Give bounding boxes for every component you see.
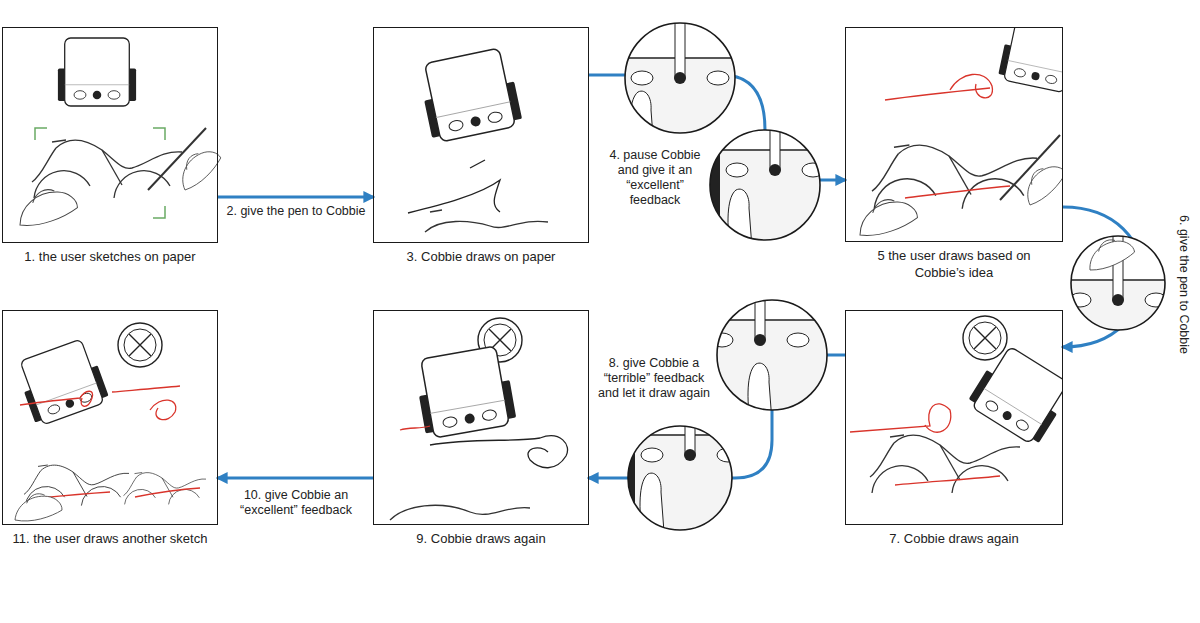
sketch-use: [748, 363, 772, 422]
sketch-use: [1083, 233, 1137, 273]
sketch-circle: [710, 130, 820, 240]
sketch-path: [425, 221, 548, 232]
sketch-use: [58, 38, 136, 106]
sketch-circle: [710, 130, 820, 240]
sketch-g: [13, 38, 224, 229]
sketch-path: [35, 128, 165, 218]
sketch-use: [640, 473, 664, 532]
storyboard-panel: 7. Cobbie draws again: [845, 310, 1063, 525]
sketch-use: [11, 490, 63, 523]
sketch-use: [32, 140, 182, 198]
flow-arrow: [218, 477, 373, 480]
sketch-circle: [628, 426, 732, 530]
sketch-use: [680, 265, 840, 430]
sketch-use: [1038, 225, 1198, 390]
sketch-use: [171, 142, 224, 193]
sketch-circle: [628, 426, 732, 530]
storyboard-panel: 9. Cobbie draws again: [373, 310, 589, 525]
sketch-path: [950, 74, 992, 98]
sketch-path: [400, 426, 430, 430]
sketch-path: [112, 386, 180, 420]
sketch-g: [408, 46, 548, 232]
step-label: 8. give Cobbie a “terrible” feedback and…: [592, 356, 716, 401]
storyboard-panel: 5 the user draws based on Cobbie’s idea: [845, 27, 1063, 242]
step-caption: 11. the user draws another sketch: [3, 530, 217, 547]
step-caption: 1. the user sketches on paper: [3, 248, 217, 265]
sketch-path: [885, 88, 990, 100]
sketch-circle: [717, 300, 827, 410]
sketch-path: [430, 436, 568, 468]
sketch-g: [1038, 225, 1198, 390]
sketch-path: [470, 160, 485, 168]
step-caption: 3. Cobbie draws on paper: [374, 248, 588, 265]
sketch-use: [118, 323, 162, 367]
sketch-use: [963, 316, 1007, 360]
step-caption: 7. Cobbie draws again: [846, 530, 1062, 547]
step-label: 10. give Cobbie an “excellent” feedback: [222, 488, 370, 518]
step-label: 6. give the pen to Cobbie: [1176, 205, 1191, 365]
sketch-use: [870, 435, 1020, 493]
sketch-use: [600, 3, 760, 168]
storyboard-panel: 3. Cobbie draws on paper: [373, 27, 589, 243]
sketch-circle: [625, 23, 735, 133]
sketch-use: [872, 145, 1037, 209]
sketch-g: [390, 318, 568, 520]
sketch-use: [124, 473, 207, 505]
sketch-g: [11, 323, 206, 524]
sketch-use: [997, 28, 1062, 94]
sketch-g: [610, 380, 770, 545]
sketch-g: [853, 28, 1062, 239]
sketch-path: [40, 488, 200, 498]
step-label: 4. pause Cobbie and give it an “excellen…: [603, 148, 707, 208]
sketch-path: [850, 404, 951, 432]
sketch-circle: [1071, 236, 1165, 330]
sketch-use: [610, 380, 770, 545]
sketch-g: [680, 265, 840, 430]
flow-arrow: [589, 355, 845, 478]
sketch-g: [600, 3, 760, 168]
sketch-use: [13, 183, 80, 229]
sketch-path: [390, 505, 530, 520]
sketch-path: [895, 476, 1000, 485]
sketch-path: [430, 210, 442, 212]
step-caption: 9. Cobbie draws again: [374, 530, 588, 547]
sketch-path: [20, 391, 93, 406]
sketch-use: [1016, 157, 1062, 208]
sketch-use: [853, 193, 920, 239]
sketch-path: [408, 180, 500, 213]
sketch-circle: [717, 300, 827, 410]
sketch-circle: [625, 23, 735, 133]
sketch-g: [695, 95, 855, 260]
storyboard-panel: 11. the user draws another sketch: [2, 310, 218, 525]
sketch-line: [1000, 135, 1060, 200]
step-label: 2. give the pen to Cobbie: [222, 204, 370, 219]
storyboard-panel: 1. the user sketches on paper: [2, 27, 218, 243]
sketch-use: [413, 345, 517, 440]
sketch-use: [966, 343, 1062, 448]
flow-arrow: [1063, 207, 1143, 347]
sketch-use: [695, 95, 855, 260]
sketch-use: [417, 46, 524, 143]
sketch-g: [850, 316, 1062, 493]
sketch-use: [14, 337, 111, 428]
step-caption: 5 the user draws based on Cobbie’s idea: [846, 247, 1062, 281]
sketch-use: [728, 189, 752, 248]
sketch-path: [905, 186, 1010, 198]
sketch-use: [630, 91, 654, 150]
sketch-circle: [1071, 236, 1165, 330]
sketch-use: [24, 465, 129, 506]
flow-arrow: [218, 196, 373, 199]
sketch-use: [478, 318, 522, 362]
sketch-line: [148, 128, 206, 190]
